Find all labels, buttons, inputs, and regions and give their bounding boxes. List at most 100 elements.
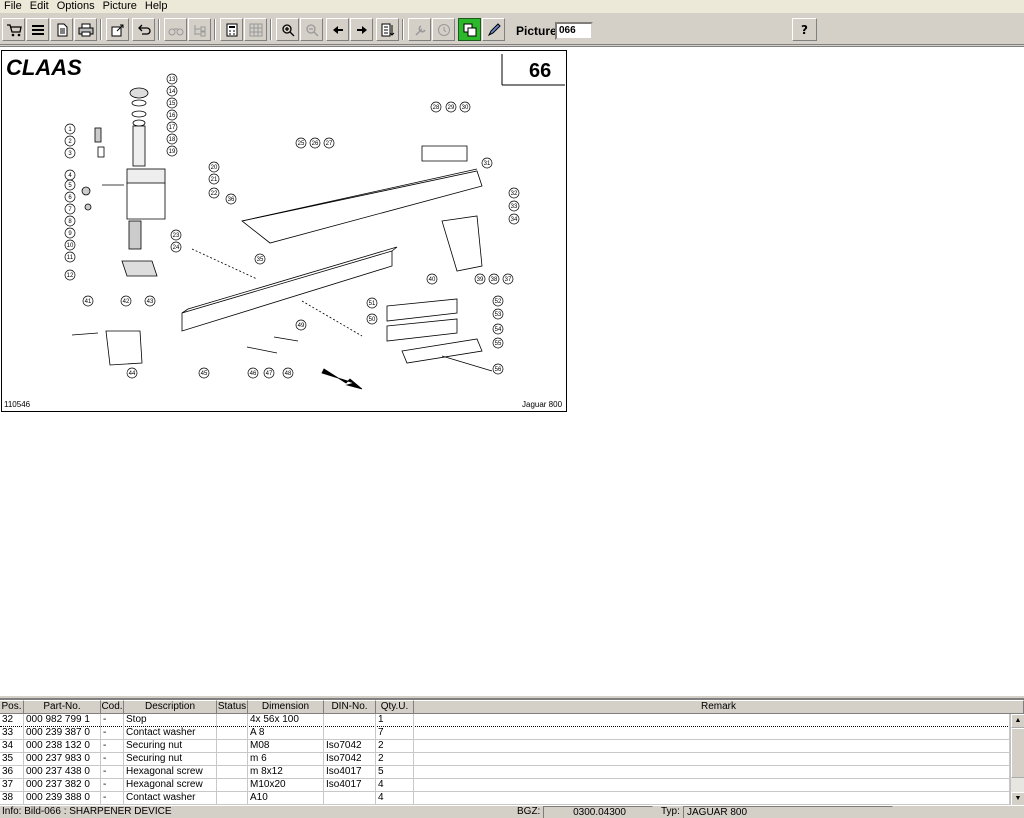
binoculars-icon[interactable]	[164, 18, 187, 41]
callout-23[interactable]: 23	[170, 229, 182, 241]
export-icon[interactable]	[106, 18, 129, 41]
grid-icon[interactable]	[244, 18, 267, 41]
menu-options[interactable]: Options	[56, 0, 95, 12]
callout-33[interactable]: 33	[508, 200, 520, 212]
callout-9[interactable]: 9	[64, 227, 76, 239]
col-header-pos[interactable]: Pos.	[0, 700, 24, 714]
callout-52[interactable]: 52	[492, 295, 504, 307]
callout-5[interactable]: 5	[64, 179, 76, 191]
print-icon[interactable]	[74, 18, 97, 41]
callout-34[interactable]: 34	[508, 213, 520, 225]
callout-19[interactable]: 19	[166, 145, 178, 157]
callout-25[interactable]: 25	[295, 137, 307, 149]
callout-42[interactable]: 42	[120, 295, 132, 307]
undo-icon[interactable]	[132, 18, 155, 41]
exploded-parts-drawing[interactable]: CLAAS 66 110546 Jaguar 800	[1, 50, 567, 412]
callout-56[interactable]: 56	[492, 363, 504, 375]
callout-36[interactable]: 36	[225, 193, 237, 205]
clock-icon[interactable]	[432, 18, 455, 41]
callout-26[interactable]: 26	[309, 137, 321, 149]
callout-45[interactable]: 45	[198, 367, 210, 379]
pen-icon[interactable]	[482, 18, 505, 41]
menu-edit[interactable]: Edit	[29, 0, 49, 12]
callout-39[interactable]: 39	[474, 273, 486, 285]
callout-8[interactable]: 8	[64, 215, 76, 227]
callout-1[interactable]: 1	[64, 123, 76, 135]
col-header-din-no[interactable]: DIN-No.	[324, 700, 376, 714]
callout-31[interactable]: 31	[481, 157, 493, 169]
picture-number-field[interactable]: 066	[555, 22, 593, 40]
callout-13[interactable]: 13	[166, 73, 178, 85]
calculator-icon[interactable]	[220, 18, 243, 41]
list-icon[interactable]	[26, 18, 49, 41]
col-header-part-no[interactable]: Part-No.	[24, 700, 101, 714]
callout-10[interactable]: 10	[64, 239, 76, 251]
menu-file[interactable]: File	[4, 0, 22, 12]
col-header-dimension[interactable]: Dimension	[248, 700, 324, 714]
callout-24[interactable]: 24	[170, 241, 182, 253]
callout-15[interactable]: 15	[166, 97, 178, 109]
callout-53[interactable]: 53	[492, 308, 504, 320]
callout-46[interactable]: 46	[247, 367, 259, 379]
sort-icon[interactable]	[376, 18, 399, 41]
zoom-in-icon[interactable]	[276, 18, 299, 41]
callout-14[interactable]: 14	[166, 85, 178, 97]
menu-help[interactable]: Help	[144, 0, 168, 12]
callout-6[interactable]: 6	[64, 191, 76, 203]
callout-50[interactable]: 50	[366, 313, 378, 325]
callout-27[interactable]: 27	[323, 137, 335, 149]
arrow-left-icon[interactable]	[326, 18, 349, 41]
tree-icon[interactable]	[188, 18, 211, 41]
callout-29[interactable]: 29	[445, 101, 457, 113]
col-header-status[interactable]: Status	[217, 700, 248, 714]
callout-47[interactable]: 47	[263, 367, 275, 379]
wrench-icon[interactable]	[408, 18, 431, 41]
col-header-remark[interactable]: Remark	[414, 700, 1024, 714]
callout-3[interactable]: 3	[64, 147, 76, 159]
callout-35[interactable]: 35	[254, 253, 266, 265]
document-icon[interactable]	[50, 18, 73, 41]
col-header-description[interactable]: Description	[124, 700, 217, 714]
col-header-cod[interactable]: Cod.	[101, 700, 124, 714]
callout-30[interactable]: 30	[459, 101, 471, 113]
callout-28[interactable]: 28	[430, 101, 442, 113]
callout-17[interactable]: 17	[166, 121, 178, 133]
callout-18[interactable]: 18	[166, 133, 178, 145]
drawing-canvas[interactable]: CLAAS 66 110546 Jaguar 800	[0, 46, 1024, 696]
callout-7[interactable]: 7	[64, 203, 76, 215]
callout-49[interactable]: 49	[295, 319, 307, 331]
scroll-thumb[interactable]	[1011, 728, 1024, 778]
scroll-down-icon[interactable]: ▼	[1011, 792, 1024, 806]
help-icon[interactable]: ?	[792, 18, 817, 41]
copy-icon[interactable]	[458, 18, 481, 41]
scroll-up-icon[interactable]: ▲	[1011, 714, 1024, 728]
col-header-qty[interactable]: Qty.U.	[376, 700, 414, 714]
callout-32[interactable]: 32	[508, 187, 520, 199]
callout-11[interactable]: 11	[64, 251, 76, 263]
callout-12[interactable]: 12	[64, 269, 76, 281]
callout-41[interactable]: 41	[82, 295, 94, 307]
callout-43[interactable]: 43	[144, 295, 156, 307]
callout-44[interactable]: 44	[126, 367, 138, 379]
callout-51[interactable]: 51	[366, 297, 378, 309]
callout-2[interactable]: 2	[64, 135, 76, 147]
menu-picture[interactable]: Picture	[102, 0, 137, 12]
callout-22[interactable]: 22	[208, 187, 220, 199]
callout-48[interactable]: 48	[282, 367, 294, 379]
callout-20[interactable]: 20	[208, 161, 220, 173]
callout-38[interactable]: 38	[488, 273, 500, 285]
callout-54[interactable]: 54	[492, 323, 504, 335]
table-scrollbar[interactable]: ▲ ▼	[1010, 714, 1024, 806]
callout-55[interactable]: 55	[492, 337, 504, 349]
arrow-right-icon[interactable]	[350, 18, 373, 41]
callout-16[interactable]: 16	[166, 109, 178, 121]
callout-4[interactable]: 4	[64, 169, 76, 181]
callout-21[interactable]: 21	[208, 173, 220, 185]
